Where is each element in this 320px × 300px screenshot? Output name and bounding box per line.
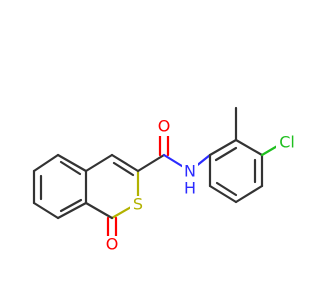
bond bbox=[84, 153, 114, 173]
chlorine-atom: Cl bbox=[276, 132, 298, 152]
oxygen-thione-label: O bbox=[106, 235, 119, 254]
nitrogen-amide-label: N bbox=[184, 162, 196, 181]
bond bbox=[214, 146, 238, 162]
sulfur-ring-label: S bbox=[133, 195, 143, 214]
oxygen-amide-atom: O bbox=[156, 117, 172, 136]
bond bbox=[208, 138, 238, 157]
bond bbox=[56, 201, 88, 220]
bond bbox=[234, 184, 264, 204]
bond bbox=[56, 153, 88, 173]
oxygen-thione-atom: O bbox=[104, 235, 120, 254]
bond bbox=[208, 184, 238, 204]
bond bbox=[110, 153, 140, 173]
sulfur-ring-atom: S bbox=[130, 195, 146, 214]
bond bbox=[136, 153, 166, 173]
oxygen-amide-label: O bbox=[158, 117, 171, 136]
chlorine-label: Cl bbox=[279, 133, 295, 152]
bond bbox=[32, 153, 60, 173]
hydrogen-amide-label: H bbox=[184, 179, 196, 198]
hydrogen-amide-atom: H bbox=[182, 179, 198, 198]
bond bbox=[32, 201, 60, 220]
nitrogen-amide-atom: N bbox=[182, 162, 198, 181]
bond bbox=[112, 161, 135, 177]
bond bbox=[59, 160, 82, 176]
chemical-structure: O N H S O Cl bbox=[32, 106, 298, 254]
bond bbox=[59, 198, 83, 213]
bond bbox=[215, 181, 238, 197]
bond bbox=[234, 138, 264, 157]
bond bbox=[84, 201, 114, 220]
